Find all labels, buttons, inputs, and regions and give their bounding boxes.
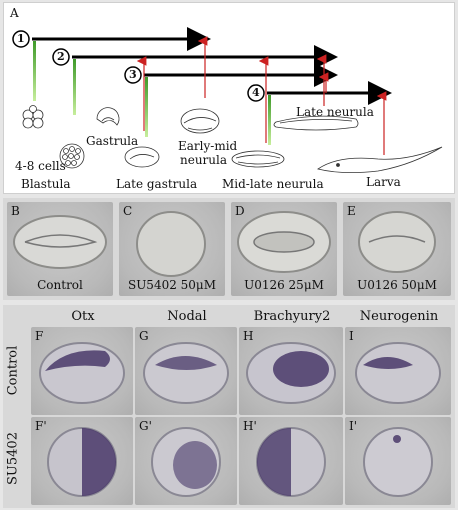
stage-label-larva: Larva: [366, 175, 401, 189]
in-situ-neurogenin-control: I: [345, 327, 451, 415]
panel-label-e: E: [347, 204, 356, 218]
stage-label-gastrula: Gastrula: [86, 134, 139, 148]
step-number-1: 1: [17, 32, 25, 45]
panel-in-situ: Otx Nodal Brachyury2 Neurogenin Control …: [3, 305, 455, 508]
stage-label-blastula: Blastula: [21, 177, 71, 191]
panel-a-timeline: A: [3, 2, 455, 194]
step-marker-2: [52, 48, 70, 66]
caption-u0126-25: U0126 25μM: [244, 278, 324, 292]
stage-label-mid-late-neurula: Mid-late neurula: [222, 177, 324, 191]
in-situ-nodal-control: G: [135, 327, 237, 415]
stage-label-cells: 4-8 cells: [15, 159, 66, 173]
row-label-su5402: SU5402: [5, 432, 21, 485]
in-situ-brachyury2-control: H: [239, 327, 343, 415]
stage-label-late-neurula: Late neurula: [296, 105, 374, 119]
row-label-control: Control: [5, 345, 21, 396]
panel-label-g-prime: G': [139, 419, 152, 433]
caption-control: Control: [37, 278, 83, 292]
caption-u0126-50: U0126 50μM: [357, 278, 437, 292]
start-bar-4: [268, 95, 271, 145]
panel-label-b: B: [11, 204, 20, 218]
micrograph-u0126-50: E U0126 50μM: [343, 202, 451, 296]
panel-label-f: F: [35, 329, 44, 343]
step-number-3: 3: [129, 68, 137, 81]
panel-label-i: I: [349, 329, 354, 343]
embryo-late-neurula: [273, 115, 359, 131]
panel-treatments: B Control C SU5402 50μM D U0126 25μM E U…: [3, 198, 455, 300]
start-bar-3: [145, 77, 148, 137]
column-label-brachyury2: Brachyury2: [253, 309, 331, 324]
embryo-early-mid-neurula: [180, 108, 220, 134]
embryo-late-gastrula: [124, 146, 160, 168]
panel-label-h: H: [243, 329, 254, 343]
column-label-nodal: Nodal: [167, 309, 207, 324]
micrograph-control: B Control: [7, 202, 113, 296]
embryo-gastrula: [96, 107, 120, 126]
panel-label-g: G: [139, 329, 149, 343]
micrograph-su5402: C SU5402 50μM: [119, 202, 225, 296]
embryo-larva: [317, 146, 443, 173]
start-bar-2: [73, 59, 76, 115]
panel-label-a: A: [10, 6, 19, 20]
step-marker-1: [12, 30, 30, 48]
panel-label-i-prime: I': [349, 419, 358, 433]
caption-su5402: SU5402 50μM: [127, 278, 217, 292]
embryo-blastula: [59, 143, 85, 169]
embryo-4-8-cells: [22, 105, 44, 129]
step-number-4: 4: [252, 86, 260, 99]
in-situ-otx-control: F: [31, 327, 133, 415]
step-number-2: 2: [57, 50, 65, 63]
start-bar-1: [33, 41, 36, 101]
in-situ-otx-su5402: F': [31, 417, 133, 505]
panel-label-c: C: [123, 204, 133, 218]
step-marker-4: [247, 84, 265, 102]
in-situ-nodal-su5402: G': [135, 417, 237, 505]
column-label-neurogenin: Neurogenin: [359, 309, 439, 324]
micrograph-u0126-25: D U0126 25μM: [231, 202, 337, 296]
stage-label-neurula: neurula: [180, 153, 228, 167]
step-marker-3: [124, 66, 142, 84]
panel-label-d: D: [235, 204, 245, 218]
panel-label-h-prime: H': [243, 419, 257, 433]
stage-label-late-gastrula: Late gastrula: [116, 177, 198, 191]
stage-label-early-mid: Early-mid: [178, 139, 238, 153]
column-label-otx: Otx: [71, 309, 95, 324]
in-situ-neurogenin-su5402: I': [345, 417, 451, 505]
timeline-diagram: [12, 27, 443, 173]
in-situ-brachyury2-su5402: H': [239, 417, 343, 505]
panel-label-f-prime: F': [35, 419, 47, 433]
embryo-mid-late-neurula: [231, 150, 285, 168]
